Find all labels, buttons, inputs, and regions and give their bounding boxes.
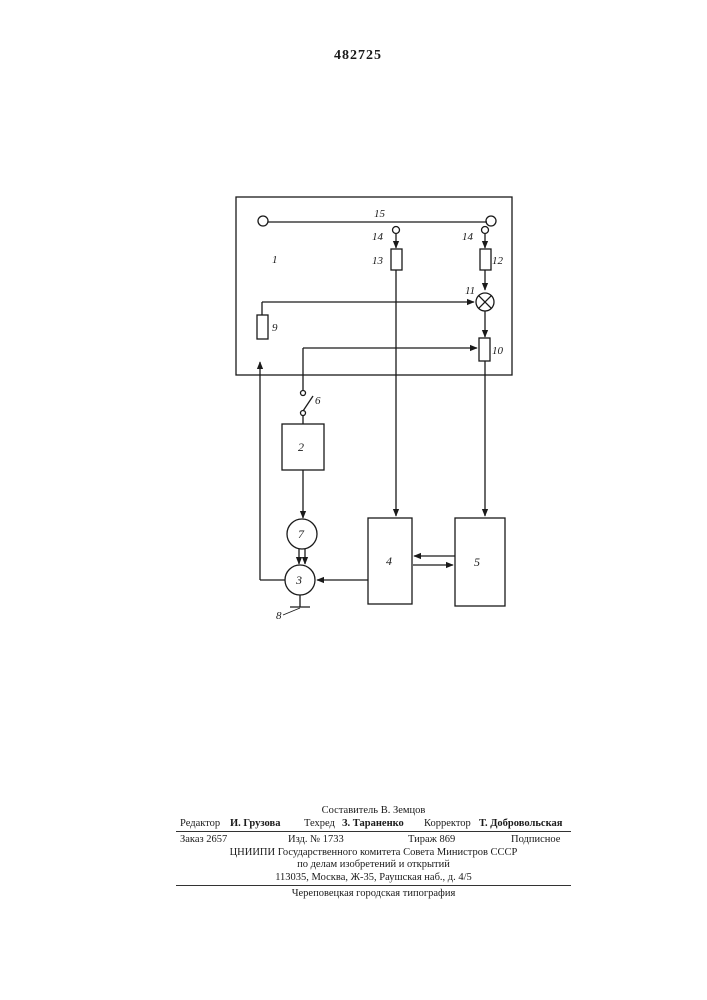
label-5: 5: [474, 555, 480, 569]
switch-contact-bottom: [301, 411, 306, 416]
corrector-label: Корректор: [424, 818, 471, 831]
block-13: [391, 249, 402, 270]
label-14-b: 14: [462, 231, 474, 243]
label-10: 10: [492, 345, 504, 357]
label-7: 7: [298, 527, 305, 541]
editor-name: И. Грузова: [230, 818, 280, 831]
techred-label: Техред: [304, 818, 335, 831]
block-5: [455, 518, 505, 606]
divider-top: [176, 831, 571, 832]
label-12: 12: [492, 255, 504, 267]
label-15: 15: [374, 208, 386, 220]
techred-name: З. Тараненко: [342, 818, 404, 831]
print-run: Тираж 869: [408, 834, 455, 847]
block-12: [480, 249, 491, 270]
label-13: 13: [372, 255, 384, 267]
label-4: 4: [386, 554, 392, 568]
sensor-14-b: [482, 227, 489, 234]
label-1: 1: [272, 254, 278, 266]
org-line-2: по делам изобретений и открытий: [176, 859, 571, 872]
block-10: [479, 338, 490, 361]
switch-6: [303, 396, 313, 411]
edition-number: Изд. № 1733: [288, 834, 344, 847]
block-9: [257, 315, 268, 339]
printer-line: Череповецкая городская типография: [176, 888, 571, 901]
order-line: Заказ 2657 Изд. № 1733 Тираж 869 Подписн…: [176, 834, 571, 847]
label-6: 6: [315, 395, 321, 407]
compiler-line: Составитель В. Земцов: [176, 805, 571, 818]
corrector-name: Т. Добровольская: [479, 818, 562, 831]
roller-right: [486, 216, 496, 226]
address-line: 113035, Москва, Ж-35, Раушская наб., д. …: [176, 872, 571, 885]
label-9: 9: [272, 322, 278, 334]
sensor-14-a: [393, 227, 400, 234]
subscription: Подписное: [511, 834, 560, 847]
editor-label: Редактор: [180, 818, 220, 831]
switch-contact-top: [301, 391, 306, 396]
label-8: 8: [276, 610, 282, 622]
leader-8: [283, 608, 300, 615]
roller-left: [258, 216, 268, 226]
editors-line: Редактор И. Грузова Техред З. Тараненко …: [176, 818, 571, 831]
label-14-a: 14: [372, 231, 384, 243]
imprint: Составитель В. Земцов Редактор И. Грузов…: [176, 805, 571, 901]
label-11: 11: [465, 285, 475, 297]
org-line-1: ЦНИИПИ Государственного комитета Совета …: [176, 847, 571, 860]
label-2: 2: [298, 440, 304, 454]
order-number: Заказ 2657: [180, 834, 227, 847]
divider-bottom: [176, 885, 571, 886]
label-3: 3: [295, 573, 302, 587]
